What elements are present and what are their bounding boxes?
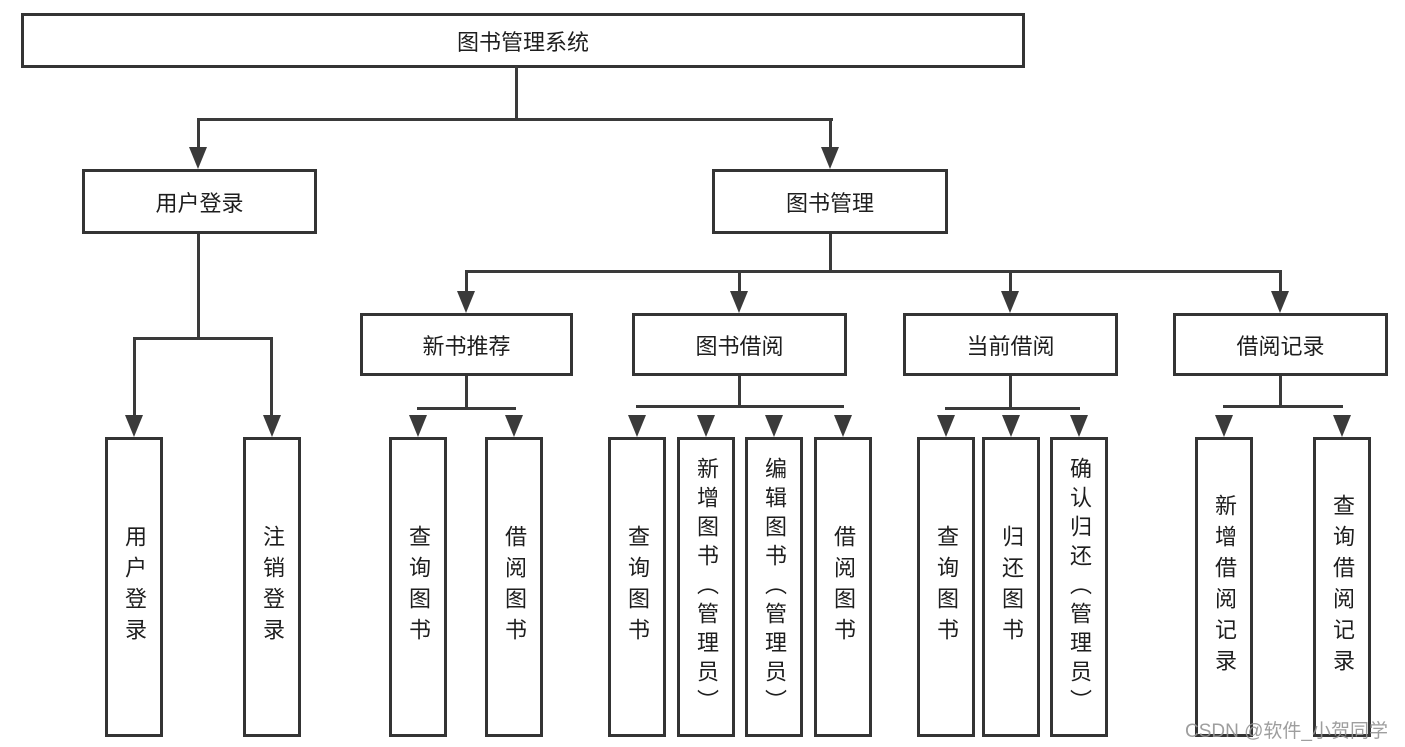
node-new-book-recommendation: 新书推荐 — [360, 313, 573, 376]
connector-root-shaft-left — [197, 118, 200, 154]
node-label: 图书借阅 — [695, 333, 784, 359]
leaf-return-books: 归还图书 — [982, 437, 1040, 737]
connector-borrow-stub — [738, 376, 741, 405]
node-label: 用户登录 — [155, 190, 244, 216]
arrow-down-icon — [937, 415, 955, 437]
leaf-label: 确认归还（管理员） — [1067, 456, 1092, 718]
leaf-label: 查询借阅记录 — [1330, 494, 1355, 680]
leaf-borrow-books: 借阅图书 — [814, 437, 872, 737]
connector-bookmgmt-stub — [829, 234, 832, 270]
connector-current-stub — [1009, 376, 1012, 407]
leaf-label: 新增图书（管理员） — [694, 456, 719, 718]
leaf-add-borrow-record: 新增借阅记录 — [1195, 437, 1253, 737]
leaf-query-books-borrow: 查询图书 — [608, 437, 666, 737]
node-user-login: 用户登录 — [82, 169, 317, 234]
node-label: 新书推荐 — [422, 333, 511, 359]
csdn-watermark: CSDN @软件_小贺同学 — [1185, 721, 1388, 742]
arrow-down-icon — [189, 147, 207, 169]
arrow-down-icon — [1333, 415, 1351, 437]
leaf-query-books-current: 查询图书 — [917, 437, 975, 737]
node-library-management-system: 图书管理系统 — [21, 13, 1025, 68]
leaf-borrow-books-recommend: 借阅图书 — [485, 437, 543, 737]
arrow-down-icon — [1271, 291, 1289, 313]
connector-newbook-stub — [465, 376, 468, 407]
connector-records-bar — [1223, 405, 1343, 408]
arrow-down-icon — [628, 415, 646, 437]
arrow-down-icon — [730, 291, 748, 313]
arrow-down-icon — [697, 415, 715, 437]
leaf-label: 用户登录 — [122, 525, 147, 649]
node-label: 图书管理系统 — [456, 29, 589, 55]
arrow-down-icon — [1070, 415, 1088, 437]
leaf-label: 新增借阅记录 — [1212, 494, 1237, 680]
arrow-down-icon — [505, 415, 523, 437]
leaf-label: 编辑图书（管理员） — [762, 456, 787, 718]
node-label: 图书管理 — [785, 190, 874, 216]
connector-bookmgmt-shaft-4 — [1279, 270, 1282, 295]
leaf-add-books-admin: 新增图书（管理员） — [677, 437, 735, 737]
leaf-label: 借阅图书 — [502, 525, 527, 649]
node-current-borrowing: 当前借阅 — [903, 313, 1118, 376]
arrow-down-icon — [765, 415, 783, 437]
node-borrowing-records: 借阅记录 — [1173, 313, 1388, 376]
leaf-label: 注销登录 — [260, 525, 285, 649]
leaf-label: 查询图书 — [934, 525, 959, 649]
connector-userlogin-shaft-right — [270, 337, 273, 419]
connector-bookmgmt-shaft-3 — [1009, 270, 1012, 295]
arrow-down-icon — [263, 415, 281, 437]
connector-bookmgmt-shaft-1 — [465, 270, 468, 295]
arrow-down-icon — [1002, 415, 1020, 437]
connector-records-stub — [1279, 376, 1282, 405]
connector-newbook-bar — [417, 407, 516, 410]
leaf-label: 查询图书 — [625, 525, 650, 649]
connector-bookmgmt-bar — [465, 270, 1281, 273]
connector-bookmgmt-shaft-2 — [738, 270, 741, 295]
arrow-down-icon — [1215, 415, 1233, 437]
leaf-label: 查询图书 — [406, 525, 431, 649]
node-book-borrowing: 图书借阅 — [632, 313, 847, 376]
arrow-down-icon — [457, 291, 475, 313]
arrow-down-icon — [821, 147, 839, 169]
arrow-down-icon — [409, 415, 427, 437]
connector-userlogin-shaft-left — [133, 337, 136, 419]
connector-root-shaft-right — [829, 118, 832, 154]
connector-current-bar — [945, 407, 1080, 410]
leaf-logout: 注销登录 — [243, 437, 301, 737]
node-label: 借阅记录 — [1236, 333, 1325, 359]
node-label: 当前借阅 — [966, 333, 1055, 359]
connector-userlogin-stub — [197, 234, 200, 337]
node-book-management: 图书管理 — [712, 169, 948, 234]
leaf-user-login: 用户登录 — [105, 437, 163, 737]
arrow-down-icon — [834, 415, 852, 437]
connector-root-bar — [197, 118, 833, 121]
connector-userlogin-bar — [133, 337, 273, 340]
leaf-query-borrow-record: 查询借阅记录 — [1313, 437, 1371, 737]
leaf-label: 借阅图书 — [831, 525, 856, 649]
leaf-confirm-return-admin: 确认归还（管理员） — [1050, 437, 1108, 737]
arrow-down-icon — [125, 415, 143, 437]
connector-root-stub — [515, 66, 518, 118]
leaf-edit-books-admin: 编辑图书（管理员） — [745, 437, 803, 737]
connector-borrow-bar — [636, 405, 844, 408]
leaf-label: 归还图书 — [999, 525, 1024, 649]
leaf-query-books-recommend: 查询图书 — [389, 437, 447, 737]
arrow-down-icon — [1001, 291, 1019, 313]
